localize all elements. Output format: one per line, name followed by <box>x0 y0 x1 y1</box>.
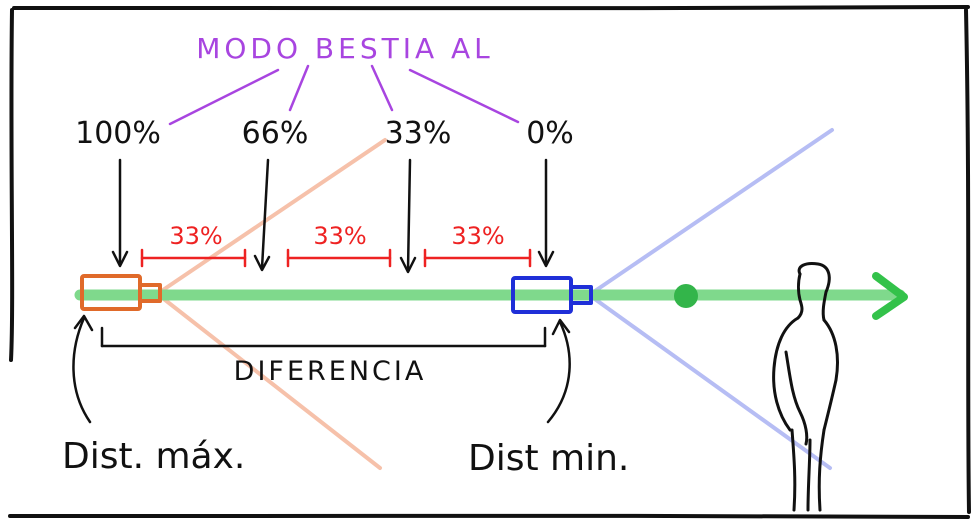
percent-label-0: 0% <box>526 116 574 151</box>
title-connectors <box>168 64 520 126</box>
title-connector-100 <box>168 68 280 126</box>
segment-label-2: 33% <box>313 222 366 250</box>
near-cone-lower <box>590 295 832 470</box>
percent-label-66: 66% <box>242 116 309 151</box>
far-cone-upper <box>158 138 387 294</box>
segment-brackets <box>140 248 532 268</box>
title-connector-33 <box>370 64 394 112</box>
far-camera-cone <box>158 138 387 470</box>
percent-arrows <box>111 158 555 274</box>
figure-front <box>772 316 800 432</box>
frame-left <box>9 8 15 362</box>
arrow-100 <box>111 158 129 268</box>
arrow-66 <box>253 158 271 272</box>
standing-figure-icon <box>772 262 839 512</box>
difference-bracket <box>100 326 547 348</box>
segment-label-1: 33% <box>169 222 222 250</box>
orange-camera-icon <box>80 274 162 311</box>
segment-2 <box>286 248 392 268</box>
title-connector-0 <box>408 68 520 124</box>
max-distance-label: Dist. máx. <box>62 436 245 477</box>
percent-label-33: 33% <box>385 116 452 151</box>
frame-bottom <box>8 513 970 519</box>
segment-labels: 33% 33% 33% <box>169 222 504 250</box>
figure-head-back <box>797 262 831 322</box>
max-distance-arrow <box>72 314 94 424</box>
percent-label-100: 100% <box>75 116 161 151</box>
segment-1 <box>140 248 247 268</box>
green-dot-icon <box>674 284 698 308</box>
title: MODO BESTIA AL <box>196 32 494 65</box>
difference-label: DIFERENCIA <box>234 356 427 387</box>
min-distance-arrow <box>546 318 571 424</box>
percent-labels: 100% 66% 33% 0% <box>75 116 574 151</box>
frame <box>8 5 971 519</box>
near-camera-cone <box>590 128 834 470</box>
camera-axis <box>74 272 908 320</box>
min-distance-label: Dist min. <box>468 438 629 479</box>
segment-3 <box>423 248 532 268</box>
figure-back <box>822 318 839 432</box>
arrow-33 <box>399 158 417 274</box>
frame-right <box>964 8 971 514</box>
figure-leg-mid <box>806 438 812 512</box>
figure-leg-front <box>790 428 797 512</box>
figure-arm <box>784 350 809 446</box>
figure-face <box>796 272 804 320</box>
title-connector-66 <box>288 64 310 112</box>
axis-arrow-head <box>872 272 908 320</box>
segment-label-3: 33% <box>451 222 504 250</box>
frame-top <box>12 5 970 11</box>
blue-camera-icon <box>511 276 593 314</box>
far-cone-lower <box>158 294 382 470</box>
figure-leg-back <box>817 428 826 512</box>
near-cone-upper <box>590 128 834 295</box>
arrow-0 <box>537 158 555 268</box>
